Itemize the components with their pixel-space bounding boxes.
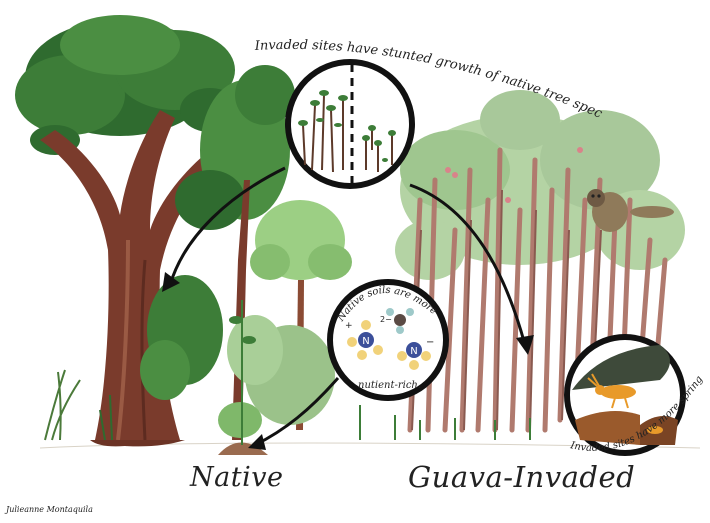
circle-springtails [564, 334, 686, 456]
native-big-tree [15, 15, 240, 447]
native-shrub [44, 275, 223, 441]
charge-plus: + [345, 321, 353, 331]
ground [39, 442, 701, 449]
guava-trunk-shadows [411, 189, 602, 431]
nitrogen-label-left: N [362, 336, 369, 347]
lemur-invaded [587, 189, 674, 232]
springtail-small [647, 426, 663, 434]
guava-fruits [445, 147, 583, 203]
native-tree-light [250, 200, 352, 430]
arrow-to-native-soil [248, 377, 340, 450]
nitrogen-label-right: N [410, 346, 417, 357]
artist-credit: Julieanne Montaquila [6, 505, 93, 514]
charge-minus: − [426, 337, 434, 348]
circle-stunted-growth [285, 59, 415, 189]
label-native: Native [190, 462, 284, 493]
guava-canopy [395, 90, 685, 280]
molecule-ammonium-right: N − [397, 337, 434, 370]
molecule-sulfate: 2− [380, 308, 414, 334]
arrow-to-invaded [409, 183, 534, 355]
molecule-ammonium-left: N + [345, 320, 383, 360]
springtail [587, 373, 636, 409]
arrow-to-native-canopy [162, 166, 286, 292]
seedling-pile [218, 300, 268, 455]
soil-caption-line2: nutient-rich. [358, 380, 421, 391]
label-guava-invaded: Guava-Invaded [408, 460, 636, 494]
guava-seedlings [359, 405, 531, 440]
charge-2minus: 2− [380, 315, 392, 324]
